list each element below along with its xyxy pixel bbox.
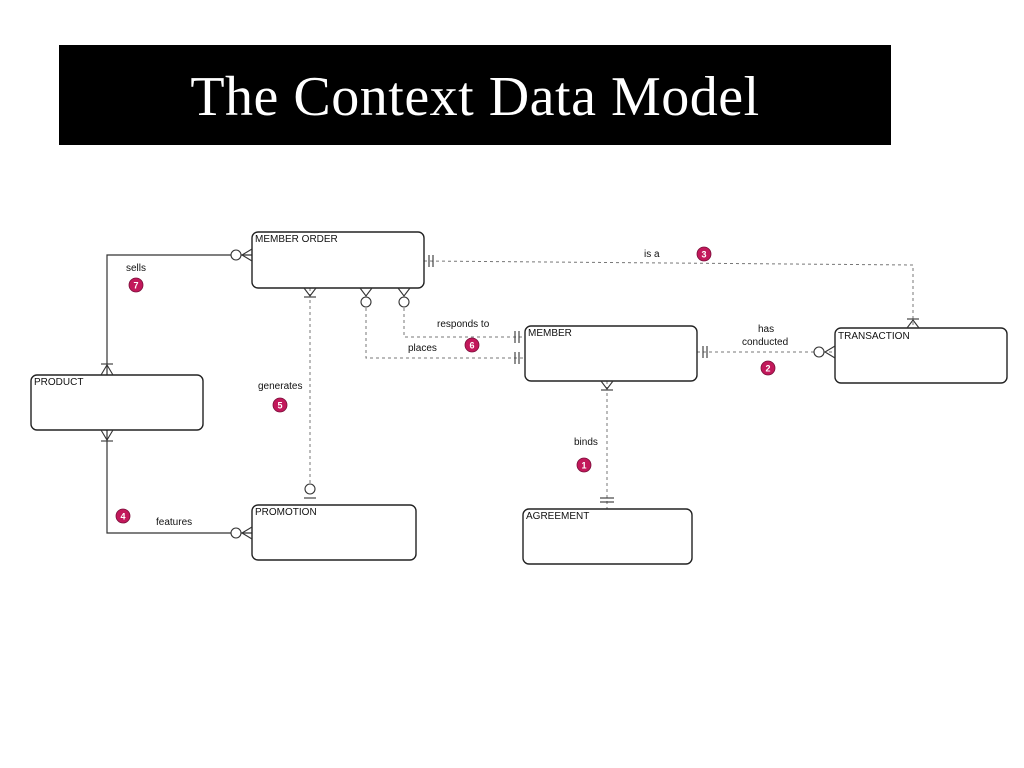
entity-product-label: PRODUCT xyxy=(34,377,83,388)
svg-text:5: 5 xyxy=(277,401,282,411)
badge-generates: 5 xyxy=(272,397,288,413)
entity-agreement-label: AGREEMENT xyxy=(526,511,589,522)
relationship-is-a-line xyxy=(423,260,914,328)
badge-sells: 7 xyxy=(128,277,144,293)
svg-text:1: 1 xyxy=(581,461,586,471)
svg-text:2: 2 xyxy=(765,364,770,374)
badge-has-conducted: 2 xyxy=(760,360,776,376)
crows-foot-icon xyxy=(906,318,920,329)
svg-text:3: 3 xyxy=(701,250,706,260)
badge-features: 4 xyxy=(115,508,131,524)
one-and-only-one-icon xyxy=(428,255,434,267)
entity-member-order[interactable]: MEMBER ORDER xyxy=(251,231,425,289)
crows-foot-icon xyxy=(230,526,253,540)
entity-promotion-label: PROMOTION xyxy=(255,507,317,518)
badge-places: 6 xyxy=(464,337,480,353)
one-and-only-one-icon xyxy=(600,497,614,503)
zero-or-one-icon xyxy=(304,483,316,499)
one-and-only-one-icon xyxy=(702,346,708,358)
crows-foot-icon xyxy=(100,429,114,442)
page-title: The Context Data Model xyxy=(190,66,760,128)
entity-agreement[interactable]: AGREEMENT xyxy=(522,508,693,565)
relationship-is-a-label: is a xyxy=(644,249,660,260)
relationship-sells-label: sells xyxy=(126,263,146,274)
relationship-sells-line xyxy=(106,254,252,375)
one-and-only-one-icon xyxy=(514,331,520,343)
entity-product[interactable]: PRODUCT xyxy=(30,374,204,431)
relationship-binds-label: binds xyxy=(574,437,598,448)
crows-foot-icon xyxy=(230,248,253,262)
relationship-has-conducted-label-2: conducted xyxy=(742,337,788,348)
relationship-places-label: places xyxy=(408,343,437,354)
crows-foot-icon xyxy=(303,287,317,298)
entity-member-order-label: MEMBER ORDER xyxy=(255,234,338,245)
crows-foot-icon xyxy=(600,380,614,391)
title-bar: The Context Data Model xyxy=(59,45,891,145)
badge-is-a: 3 xyxy=(696,246,712,262)
entity-member[interactable]: MEMBER xyxy=(524,325,698,382)
svg-text:7: 7 xyxy=(133,281,138,291)
relationship-has-conducted-label-1: has xyxy=(758,324,774,335)
entity-promotion[interactable]: PROMOTION xyxy=(251,504,417,561)
entity-member-label: MEMBER xyxy=(528,328,572,339)
relationship-generates-label: generates xyxy=(258,381,302,392)
relationship-places-line xyxy=(365,296,525,359)
relationship-features-line xyxy=(106,430,252,534)
badge-binds: 1 xyxy=(576,457,592,473)
crows-foot-icon xyxy=(813,345,836,359)
crows-foot-icon xyxy=(100,363,114,376)
crows-foot-icon xyxy=(397,287,411,308)
relationship-responds-to-label: responds to xyxy=(437,319,490,330)
relationship-responds-to-line xyxy=(403,296,525,338)
crows-foot-icon xyxy=(359,287,373,308)
entity-transaction[interactable]: TRANSACTION xyxy=(834,327,1008,384)
entity-transaction-label: TRANSACTION xyxy=(838,331,910,342)
relationship-features-label: features xyxy=(156,517,192,528)
svg-text:6: 6 xyxy=(469,341,474,351)
one-and-only-one-icon xyxy=(514,352,520,364)
svg-text:4: 4 xyxy=(120,512,125,522)
